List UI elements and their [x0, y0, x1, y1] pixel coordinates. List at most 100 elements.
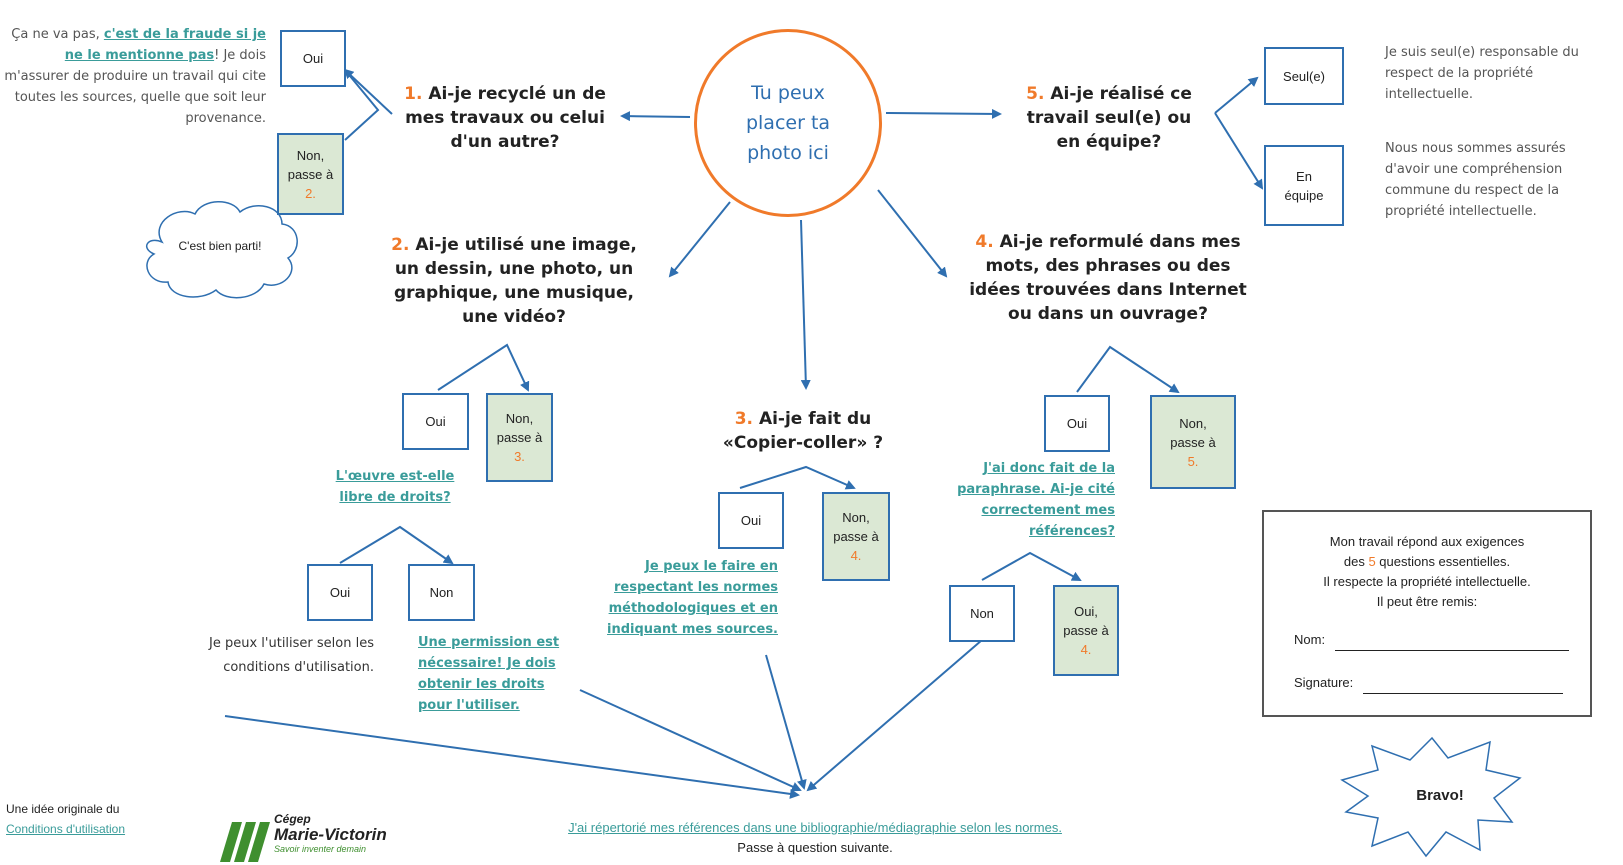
fraud-note: Ça ne va pas, c'est de la fraude si je n…	[2, 24, 266, 129]
final-line-3: Il respecte la propriété intellectuelle.	[1323, 574, 1531, 589]
bottom-conclusion: J'ai répertorié mes références dans une …	[470, 818, 1160, 859]
question-5-number: 5.	[1026, 84, 1045, 104]
arrow-q1-oui	[343, 68, 393, 115]
q2-non-box: Non, passe à 3.	[486, 393, 553, 482]
final-checklist-box: Mon travail répond aux exigences des 5 q…	[1262, 510, 1592, 717]
question-5: 5. Ai-je réalisé ce travail seul(e) ou e…	[1024, 82, 1194, 154]
question-3-number: 3.	[734, 409, 754, 429]
question-3: 3. Ai-je fait du «Copier-coller» ?	[718, 407, 888, 455]
question-1-number: 1.	[404, 84, 423, 104]
cloud-text: C'est bien parti!	[175, 237, 265, 255]
fraud-link[interactable]: c'est de la fraude si je ne le mentionne…	[64, 27, 266, 63]
arrow-q3-to-bottom	[765, 654, 807, 790]
bravo-text: Bravo!	[1416, 787, 1464, 804]
q2-oui-label: Oui	[425, 414, 446, 429]
free-oui-box: Oui	[307, 564, 373, 621]
equipe-description: Nous nous sommes assurés d'avoir une com…	[1385, 141, 1566, 219]
photo-placeholder: Tu peux placer ta photo ici	[694, 29, 882, 217]
paraphrase-question[interactable]: J'ai donc fait de la paraphrase. Ai-je c…	[957, 461, 1115, 539]
cegep-logo: Cégep Marie-Victorin Savoir inventer dem…	[212, 812, 392, 864]
arrow-to-q1	[620, 111, 691, 122]
question-4-text: Ai-je reformulé dans mes mots, des phras…	[969, 232, 1247, 324]
bibliography-link[interactable]: J'ai répertorié mes références dans une …	[568, 820, 1062, 835]
copy-paste-ok-text[interactable]: Je peux le faire en respectant les norme…	[607, 559, 778, 637]
arrow-use-to-bottom	[224, 715, 800, 799]
final-line-2b: questions essentielles.	[1375, 554, 1511, 569]
q2-non-label: Non, passe à 3.	[495, 409, 545, 466]
q4-non-label: Non, passe à 5.	[1168, 414, 1218, 471]
question-4: 4. Ai-je reformulé dans mes mots, des ph…	[958, 230, 1258, 326]
q2-non-num: 3.	[514, 449, 525, 464]
use-conditions-text: Je peux l'utiliser selon les conditions …	[209, 636, 374, 675]
para-oui-text: Oui, passe à	[1063, 604, 1109, 638]
cloud-label: C'est bien parti!	[178, 239, 262, 253]
para-oui-box: Oui, passe à 4.	[1053, 585, 1119, 676]
signature-label: Signature:	[1294, 675, 1354, 690]
q1-non-num: 2.	[305, 185, 316, 201]
q1-non-text: Non, passe à	[287, 147, 334, 182]
q1-oui-label: Oui	[302, 51, 324, 66]
equipe-box: En équipe	[1264, 145, 1344, 226]
signature-field[interactable]	[1362, 673, 1563, 694]
arrow-to-q2	[668, 201, 731, 278]
q2-oui-box: Oui	[402, 393, 469, 450]
q1-non-label: Non, passe à 2.	[286, 146, 336, 203]
arrow-q2-fork	[437, 343, 530, 392]
para-non-label: Non	[970, 606, 994, 621]
credit-idea: Une idée originale du	[6, 802, 120, 816]
q2-non-text: Non, passe à	[496, 411, 543, 445]
logo-mark-icon	[220, 822, 270, 862]
question-4-number: 4.	[975, 232, 994, 252]
q4-non-text: Non, passe à	[1170, 415, 1216, 450]
question-1-text: Ai-je recyclé un de mes travaux ou celui…	[405, 84, 606, 152]
arrow-to-q5	[885, 108, 1002, 119]
q3-non-label: Non, passe à 4.	[831, 508, 881, 565]
conditions-link[interactable]: Conditions d'utilisation	[6, 822, 126, 836]
question-3-text: Ai-je fait du «Copier-coller» ?	[722, 409, 884, 453]
question-1: 1. Ai-je recyclé un de mes travaux ou ce…	[400, 82, 610, 154]
q3-oui-label: Oui	[740, 513, 762, 528]
para-non-box: Non	[949, 585, 1015, 642]
arrow-q5-seul	[1214, 76, 1259, 114]
arrow-para-to-bottom	[806, 639, 983, 792]
next-question-text: Passe à question suivante.	[737, 840, 893, 855]
q4-oui-box: Oui	[1044, 395, 1110, 452]
arrow-to-q3	[800, 219, 811, 390]
final-line-1: Mon travail répond aux exigences	[1329, 534, 1525, 549]
nom-label: Nom:	[1294, 632, 1326, 647]
seul-label: Seul(e)	[1283, 68, 1325, 84]
arrow-perm-to-bottom	[579, 689, 802, 792]
free-non-box: Non	[408, 564, 475, 621]
free-non-label: Non	[429, 585, 454, 600]
q4-non-box: Non, passe à 5.	[1150, 395, 1236, 489]
q1-oui-box: Oui	[280, 30, 346, 87]
q3-non-text: Non, passe à	[833, 510, 879, 544]
q3-non-box: Non, passe à 4.	[822, 492, 890, 581]
seul-description: Je suis seul(e) responsable du respect d…	[1385, 45, 1579, 102]
cloud-shape	[145, 201, 298, 299]
arrow-q1-non-to-oui	[344, 69, 380, 141]
nom-field[interactable]	[1334, 630, 1569, 651]
final-line-2a: des	[1343, 554, 1369, 569]
para-oui-label: Oui, passe à 4.	[1061, 602, 1111, 659]
arrow-q4-fork	[1076, 345, 1180, 394]
free-rights-question[interactable]: L'œuvre est-elle libre de droits?	[335, 469, 455, 505]
arrow-free-fork	[339, 525, 454, 565]
logo-line-3: Savoir inventer demain	[274, 844, 367, 854]
q1-non-box: Non, passe à 2.	[277, 133, 344, 215]
arrow-to-q4	[877, 189, 948, 278]
arrow-q5-equipe	[1214, 112, 1264, 190]
q3-oui-box: Oui	[718, 492, 784, 549]
permission-text[interactable]: Une permission est nécessaire! Je dois o…	[418, 635, 560, 713]
photo-placeholder-text: Tu peux placer ta photo ici	[745, 82, 831, 164]
arrow-q3-fork	[739, 465, 856, 490]
final-five: 5	[1368, 554, 1376, 569]
question-2-number: 2.	[391, 235, 410, 255]
final-line-2: des 5 questions essentielles.	[1264, 552, 1590, 572]
question-2-text: Ai-je utilisé une image, un dessin, une …	[394, 235, 637, 327]
q4-non-num: 5.	[1187, 453, 1199, 469]
fraud-post: ! Je dois m'assurer de produire un trava…	[4, 48, 266, 126]
question-2: 2. Ai-je utilisé une image, un dessin, u…	[383, 233, 645, 329]
equipe-label: En équipe	[1284, 168, 1324, 203]
